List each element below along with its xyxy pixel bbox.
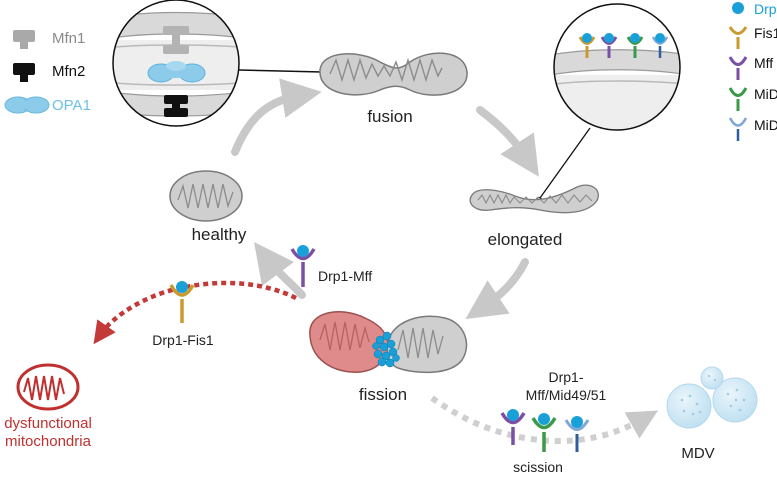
mfn1-dimer-icon [163, 26, 189, 54]
dysfunctional-pathway-arrow [93, 280, 297, 345]
mdv-label: MDV [681, 445, 714, 462]
fusion-to-elongated-arrow [476, 106, 539, 177]
mfn2-dimer-icon [164, 95, 188, 117]
fission-mitochondria [309, 311, 468, 374]
mff-label: Mff [754, 55, 773, 71]
drp1-multi-label-line2: Mff/Mid49/51 [526, 387, 607, 403]
drp1-ring-icon [372, 331, 400, 368]
dysfunctional-mitochondrion [16, 363, 80, 411]
fusion-label: fusion [367, 107, 412, 126]
drp1-mid49-scission-icon [531, 413, 557, 452]
drp1-multi-label-line1: Drp1- [548, 369, 583, 385]
elongated-label: elongated [488, 230, 563, 249]
mid49-icon [728, 87, 748, 111]
legend-mid51: MiD51 [728, 117, 777, 141]
drp1-icon [732, 2, 744, 14]
legend-mff: Mff [728, 55, 773, 80]
dysfunctional-label-line1: dysfunctional [4, 415, 92, 432]
fis1-label: Fis1 [754, 25, 777, 41]
dysfunctional-label-line2: mitochondria [5, 433, 92, 450]
legend-mfn2: Mfn2 [13, 63, 85, 82]
scission-label: scission [513, 459, 563, 475]
mid51-receptor-icon [651, 33, 669, 58]
healthy-mitochondrion [169, 170, 243, 222]
fission-label: fission [359, 385, 407, 404]
opa1-label: OPA1 [52, 97, 91, 114]
mid49-label: MiD49 [754, 86, 777, 102]
mid51-icon [728, 117, 748, 141]
legend-opa1: OPA1 [4, 96, 91, 114]
fis1-icon [728, 26, 748, 49]
drp1-mff-complex-icon [290, 245, 316, 287]
fis1-receptor-icon [578, 33, 596, 58]
mid51-label: MiD51 [754, 117, 777, 133]
fusion-zoom-circle [112, 0, 240, 127]
drp1-fis1-label: Drp1-Fis1 [152, 332, 214, 348]
fusion-callout-line [238, 69, 323, 73]
mfn1-label: Mfn1 [52, 30, 85, 47]
mfn1-icon [13, 30, 35, 49]
elongated-callout-line [539, 127, 591, 199]
opa1-complex-icon [147, 61, 206, 83]
elongated-mitochondrion [469, 184, 599, 214]
mff-icon [728, 56, 748, 80]
mdv-vesicles-icon [666, 366, 758, 429]
legend-fis1: Fis1 [728, 25, 777, 49]
drp1-mid51-scission-icon [564, 416, 590, 452]
healthy-label: healthy [192, 225, 247, 244]
mfn2-label: Mfn2 [52, 63, 85, 80]
legend-mid49: MiD49 [728, 86, 777, 111]
legend-drp1: Drp1 [732, 1, 777, 17]
healthy-to-fusion-arrow [231, 78, 322, 156]
drp1-mff-label: Drp1-Mff [318, 268, 372, 284]
drp1-mff-scission-icon [500, 409, 526, 445]
drp1-fis1-complex-icon [169, 281, 195, 323]
elongated-to-fission-arrow [465, 258, 529, 320]
fission-to-healthy-arrow [253, 242, 306, 299]
mid49-receptor-icon [626, 33, 644, 58]
mfn2-icon [13, 63, 35, 82]
opa1-icon [4, 96, 50, 114]
fusion-mitochondrion [319, 52, 468, 96]
receptor-zoom-circle [553, 3, 681, 131]
mff-receptor-icon [600, 33, 618, 58]
drp1-label: Drp1 [754, 1, 777, 17]
legend-mfn1: Mfn1 [13, 30, 85, 49]
